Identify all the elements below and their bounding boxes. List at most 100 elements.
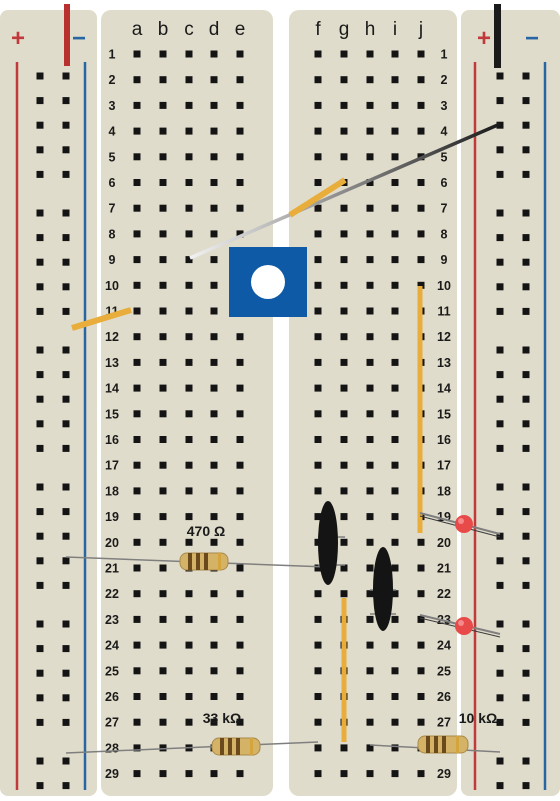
breadboard-hole — [236, 641, 244, 649]
breadboard-hole — [236, 204, 244, 212]
breadboard-hole — [340, 487, 348, 495]
breadboard-hole — [210, 307, 218, 315]
breadboard-hole — [391, 693, 399, 700]
breadboard-hole — [133, 333, 141, 341]
resistor-33k-label: 33 kΩ — [203, 710, 241, 726]
breadboard-hole — [366, 307, 374, 315]
breadboard-hole — [133, 513, 141, 521]
breadboard-hole — [236, 487, 244, 495]
breadboard-hole — [133, 76, 141, 84]
breadboard-hole — [340, 76, 348, 84]
breadboard-hole — [391, 461, 399, 469]
rail-hole — [522, 757, 530, 765]
breadboard-hole — [391, 436, 399, 443]
column-label-g: g — [339, 19, 350, 40]
breadboard-hole — [133, 179, 141, 186]
column-label-i: i — [393, 19, 397, 40]
breadboard-hole — [185, 718, 193, 726]
rail-hole — [522, 395, 530, 403]
capacitor-1 — [318, 501, 345, 585]
rail-hole — [62, 234, 70, 242]
row-number-right: 18 — [437, 484, 451, 498]
breadboard-hole — [185, 50, 193, 58]
breadboard-hole — [391, 744, 399, 752]
breadboard-hole — [417, 281, 425, 289]
breadboard-hole — [185, 153, 193, 161]
breadboard-hole — [210, 281, 218, 289]
breadboard-hole — [236, 179, 244, 186]
row-number-right: 15 — [437, 407, 451, 421]
rail-hole — [62, 371, 70, 379]
rail-hole — [62, 757, 70, 765]
breadboard-hole — [340, 281, 348, 289]
rail-hole — [36, 209, 44, 217]
breadboard-hole — [366, 281, 374, 289]
row-number-right: 12 — [437, 330, 451, 344]
breadboard-hole — [236, 615, 244, 623]
rail-hole — [522, 645, 530, 653]
rail-hole — [522, 581, 530, 589]
breadboard-hole — [133, 384, 141, 392]
breadboard-hole — [340, 384, 348, 392]
row-number-right: 22 — [437, 587, 451, 601]
breadboard-hole — [236, 461, 244, 469]
breadboard-hole — [210, 461, 218, 469]
rail-hole — [496, 483, 504, 491]
breadboard-hole — [210, 256, 218, 264]
breadboard-hole — [391, 179, 399, 186]
breadboard-hole — [210, 333, 218, 341]
rail-hole — [522, 444, 530, 452]
breadboard-hole — [210, 615, 218, 623]
breadboard-hole — [391, 50, 399, 58]
rail-hole — [36, 170, 44, 178]
row-number-right: 27 — [437, 716, 451, 730]
rail-hole — [62, 121, 70, 129]
breadboard-hole — [210, 718, 218, 726]
breadboard-hole — [366, 693, 374, 700]
breadboard-hole — [133, 307, 141, 315]
breadboard-hole — [210, 384, 218, 392]
rail-hole — [496, 371, 504, 379]
row-number-left: 16 — [105, 433, 119, 447]
rail-hole — [62, 346, 70, 354]
rail-hole — [36, 72, 44, 80]
breadboard-hole — [417, 667, 425, 675]
rail-to-row11-wire — [71, 307, 132, 331]
breadboard-hole — [159, 513, 167, 521]
breadboard-hole — [417, 127, 425, 135]
rail-hole — [522, 620, 530, 628]
row-number-left: 24 — [105, 639, 119, 653]
breadboard-hole — [210, 436, 218, 443]
rail-hole — [496, 420, 504, 428]
breadboard-hole — [236, 667, 244, 675]
breadboard-hole — [159, 281, 167, 289]
breadboard-hole — [314, 358, 322, 366]
breadboard-hole — [210, 410, 218, 418]
rail-hole — [522, 669, 530, 677]
resistor-10k-label: 10 kΩ — [459, 710, 497, 726]
breadboard-hole — [185, 410, 193, 418]
rail-hole — [522, 170, 530, 178]
breadboard-hole — [314, 770, 322, 778]
breadboard-hole — [133, 615, 141, 623]
row-number-left: 21 — [105, 562, 119, 576]
breadboard-hole — [391, 153, 399, 161]
row-number-left: 12 — [105, 330, 119, 344]
breadboard-hole — [340, 513, 348, 521]
rail-hole — [62, 532, 70, 540]
row-number-left: 26 — [105, 690, 119, 704]
breadboard-hole — [133, 641, 141, 649]
rail-hole — [522, 371, 530, 379]
right-power-rail — [461, 10, 560, 796]
breadboard-hole — [133, 204, 141, 212]
breadboard-hole — [417, 590, 425, 598]
breadboard-hole — [391, 127, 399, 135]
breadboard-hole — [236, 230, 244, 238]
rail-hole — [522, 718, 530, 726]
row-number-left: 8 — [109, 227, 116, 241]
breadboard-hole — [366, 770, 374, 778]
rail-hole — [522, 532, 530, 540]
row-number-left: 2 — [109, 73, 116, 87]
breadboard-hole — [340, 358, 348, 366]
breadboard-hole — [159, 230, 167, 238]
